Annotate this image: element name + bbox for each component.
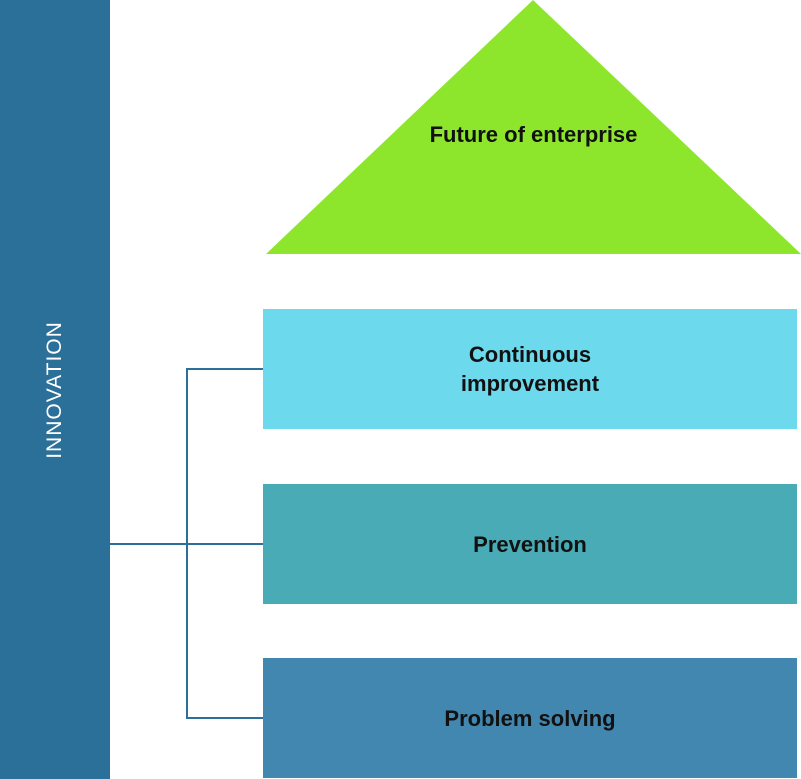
innovation-label: INNOVATION: [43, 321, 66, 459]
innovation-pillar: INNOVATION: [0, 0, 110, 779]
problem-solving-label: Problem solving: [444, 705, 616, 731]
continuous-improvement-box: Continuous improvement: [263, 309, 797, 429]
prevention-box: Prevention: [263, 484, 797, 604]
roof-triangle: [266, 0, 801, 254]
future-of-enterprise-label: Future of enterprise: [429, 122, 638, 147]
problem-solving-box: Problem solving: [263, 658, 797, 778]
prevention-label: Prevention: [473, 531, 587, 557]
continuous-improvement-label: Continuous improvement: [460, 342, 600, 396]
